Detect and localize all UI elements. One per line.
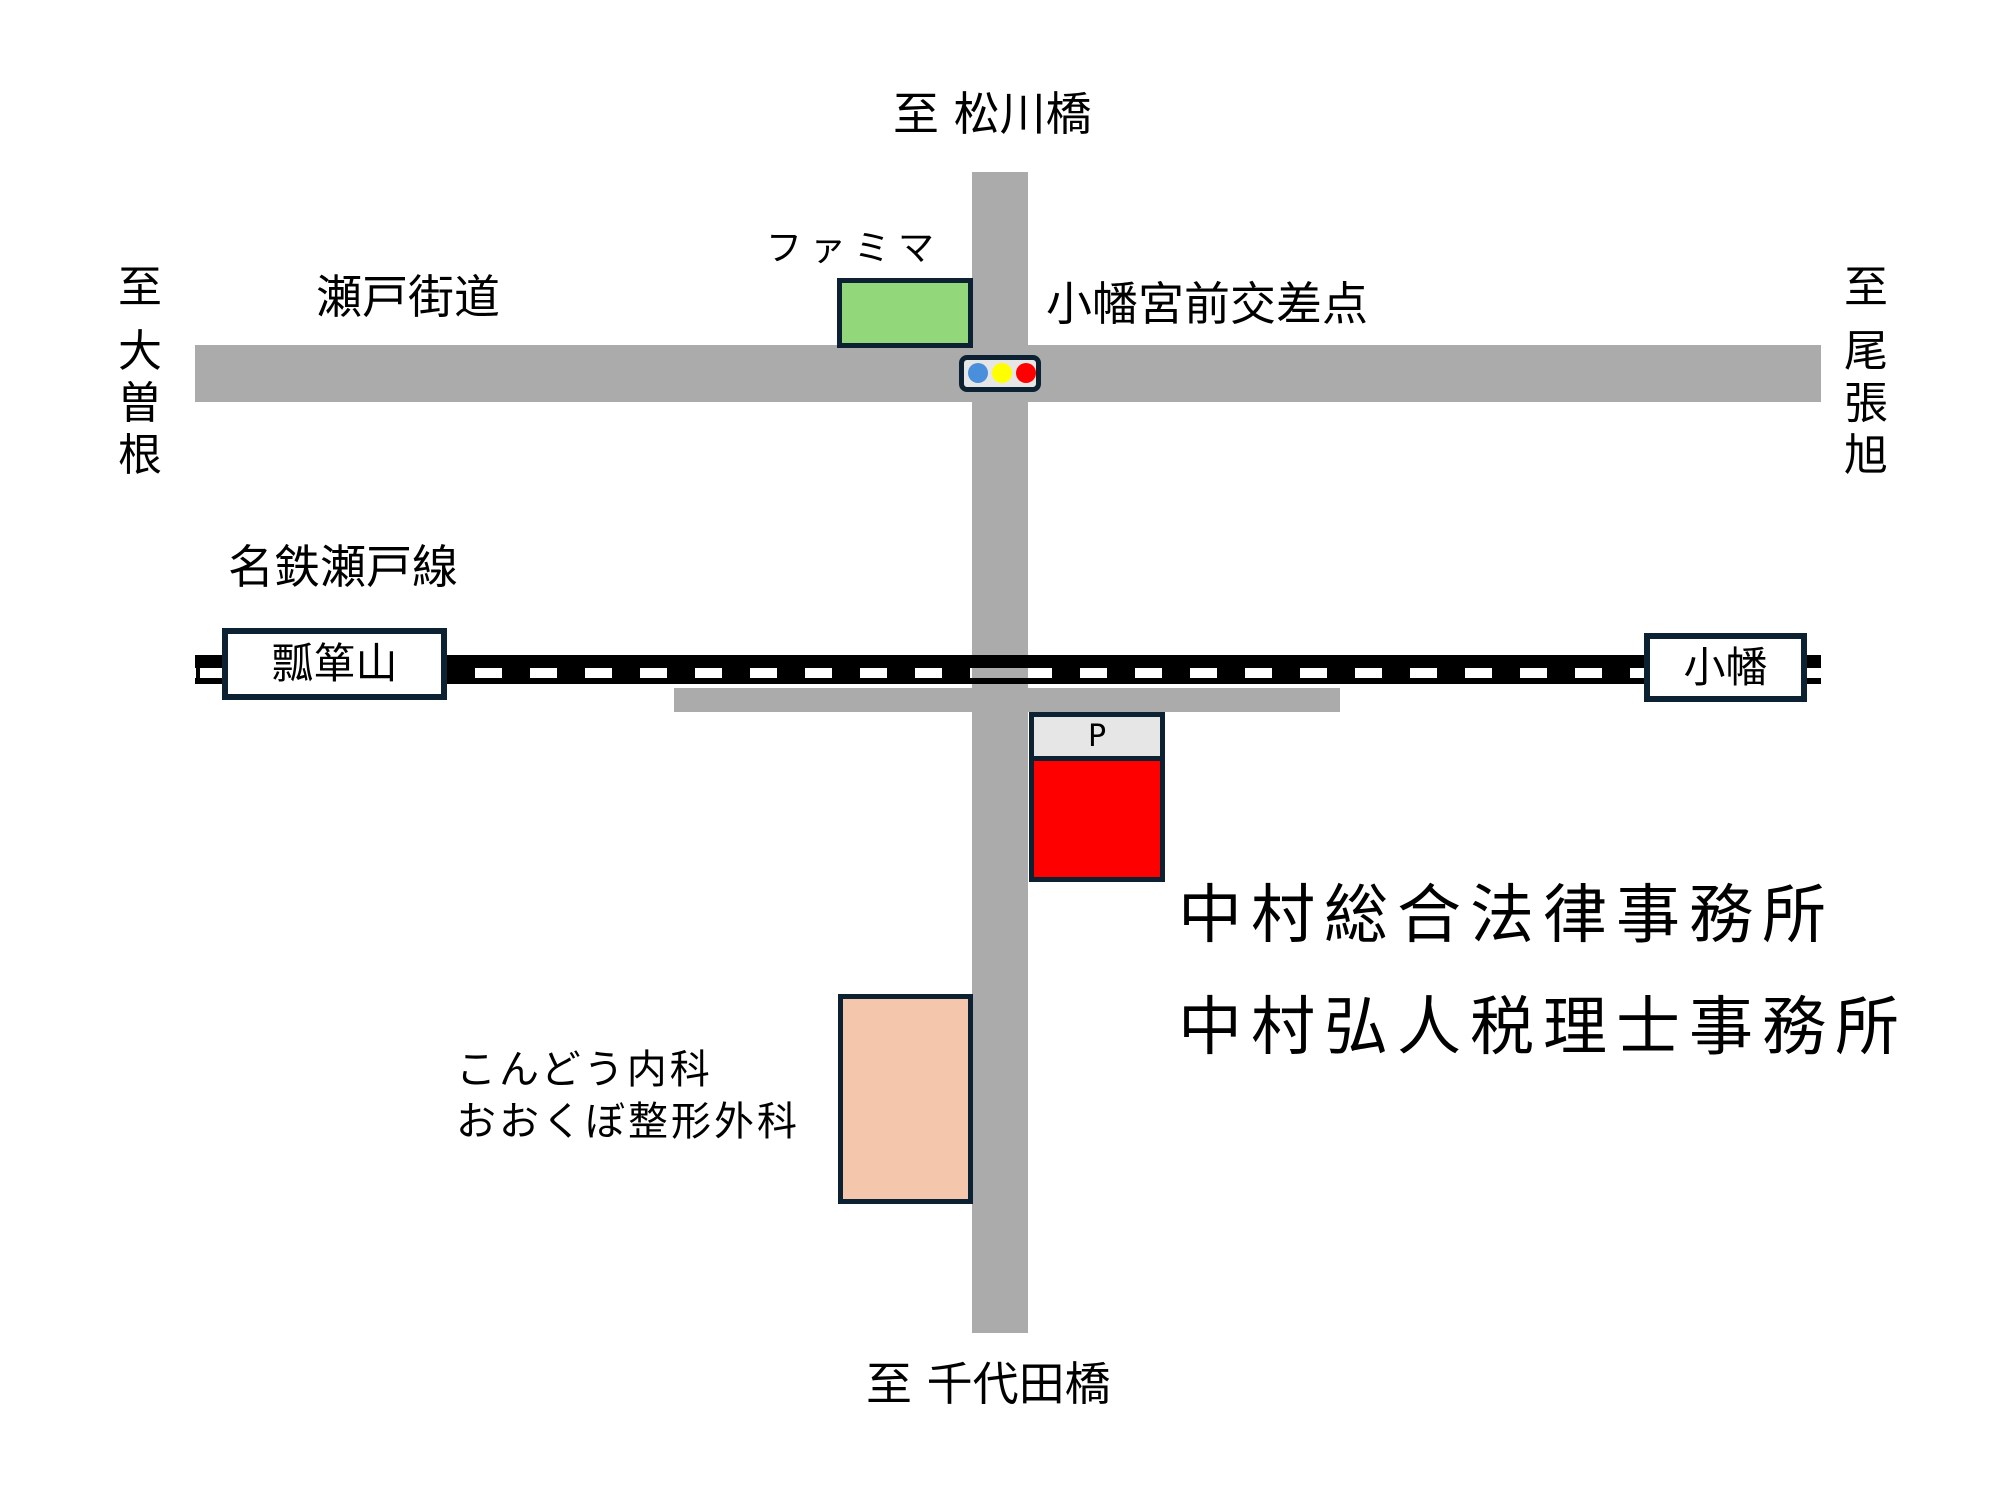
railway-line-name: 名鉄瀬戸線 <box>228 540 458 594</box>
clinic-name-orthopedics: おおくぼ整形外科 <box>456 1099 800 1145</box>
traffic-signal-icon <box>959 355 1041 392</box>
side-road-along-railway <box>674 688 1340 712</box>
clinic-building <box>838 994 973 1204</box>
railway-track <box>195 655 1821 684</box>
clinic-name-internal-medicine: こんどう内科 <box>456 1047 713 1093</box>
convenience-store-building <box>837 278 973 348</box>
main-road-name: 瀬戸街道 <box>316 270 500 324</box>
west-direction-char: 曽 <box>118 378 162 429</box>
convenience-store-label: ファミマ <box>766 228 943 269</box>
east-direction-label: 至 尾 張 旭 <box>1842 266 1890 486</box>
station-obata: 小幡 <box>1644 633 1807 702</box>
destination-building: P <box>1029 712 1165 882</box>
destination-name-tax-office: 中村弘人税理士事務所 <box>1178 991 1908 1065</box>
destination-name-law-office: 中村総合法律事務所 <box>1178 879 1835 953</box>
west-direction-label: 至 大 曽 根 <box>116 266 164 486</box>
signal-red-light-icon <box>1016 363 1036 383</box>
east-direction-char: 尾 <box>1844 326 1888 377</box>
west-direction-char: 大 <box>118 326 162 377</box>
signal-yellow-light-icon <box>992 363 1012 383</box>
station-hisagoyama: 瓢箪山 <box>222 628 447 700</box>
east-direction-char: 旭 <box>1844 430 1888 481</box>
railway-crossing <box>972 668 1028 678</box>
intersection-name: 小幡宮前交差点 <box>1046 277 1368 331</box>
west-direction-char: 至 <box>118 262 162 313</box>
parking-icon: P <box>1087 718 1107 754</box>
station-name: 瓢箪山 <box>271 639 398 688</box>
west-direction-char: 根 <box>118 430 162 481</box>
east-direction-char: 張 <box>1844 378 1888 429</box>
south-direction-label: 至 千代田橋 <box>866 1357 1111 1411</box>
north-direction-label: 至 松川橋 <box>893 87 1092 141</box>
signal-blue-light-icon <box>968 363 988 383</box>
parking-area: P <box>1034 717 1160 761</box>
east-direction-char: 至 <box>1844 262 1888 313</box>
station-name: 小幡 <box>1683 642 1768 692</box>
